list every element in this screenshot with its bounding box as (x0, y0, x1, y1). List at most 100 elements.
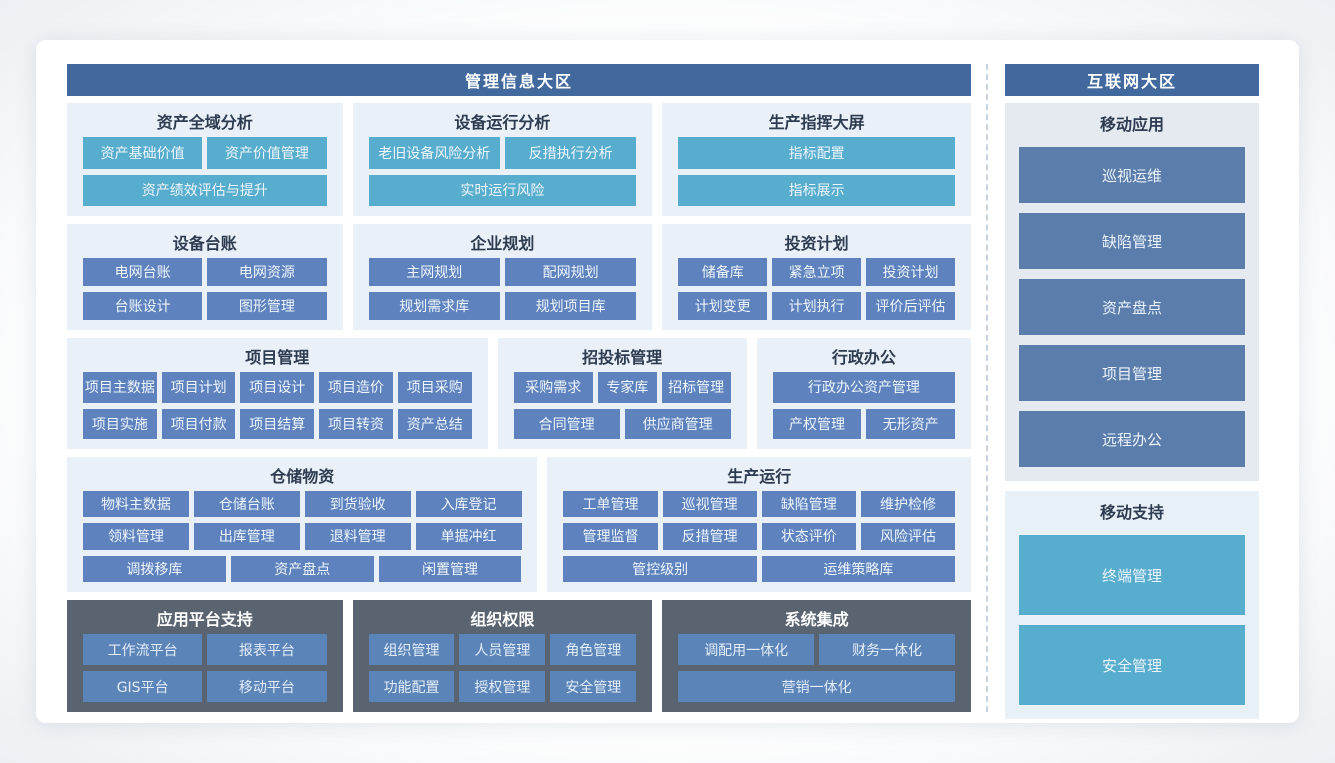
module-button[interactable]: 图形管理 (207, 292, 327, 320)
module-button[interactable]: 项目采购 (397, 372, 472, 403)
module-button[interactable]: 项目付款 (161, 408, 236, 439)
module-button[interactable]: 资产价值管理 (207, 137, 327, 169)
module-button[interactable]: 项目计划 (161, 372, 236, 403)
module-button[interactable]: 储备库 (678, 258, 768, 286)
module-button[interactable]: 风险评估 (860, 523, 956, 550)
module-button[interactable]: 管理监督 (563, 523, 658, 550)
module-button[interactable]: 终端管理 (1019, 535, 1245, 615)
button-row: 管控级别运维策略库 (563, 555, 955, 582)
module-button[interactable]: 角色管理 (550, 634, 637, 665)
module-button[interactable]: 工作流平台 (83, 634, 203, 665)
module-button[interactable]: 计划执行 (772, 292, 862, 320)
module-button[interactable]: 无形资产 (866, 408, 955, 439)
module-button[interactable]: 指标展示 (678, 174, 955, 206)
module-button[interactable]: 老旧设备风险分析 (368, 137, 500, 169)
button-row: 规划需求库规划项目库 (368, 292, 637, 320)
module-button[interactable]: 领料管理 (83, 523, 189, 550)
module-button[interactable]: 规划需求库 (368, 292, 500, 320)
module-button[interactable]: 项目转资 (319, 408, 393, 439)
module-button[interactable]: 资产总结 (397, 408, 472, 439)
button-rows: 物料主数据仓储台账到货验收入库登记领料管理出库管理退料管理单据冲红调拨移库资产盘… (83, 491, 522, 582)
module-button[interactable]: 计划变更 (678, 292, 768, 320)
module-button[interactable]: 远程办公 (1019, 411, 1245, 467)
section-bidding-management: 招投标管理采购需求专家库招标管理合同管理供应商管理 (497, 338, 747, 449)
module-button[interactable]: 组织管理 (368, 634, 455, 665)
module-button[interactable]: 物料主数据 (83, 491, 189, 518)
module-button[interactable]: 退料管理 (304, 523, 411, 550)
module-button[interactable]: 缺陷管理 (1019, 213, 1245, 269)
module-button[interactable]: GIS平台 (83, 671, 203, 702)
button-row: 领料管理出库管理退料管理单据冲红 (83, 523, 522, 550)
module-button[interactable]: 授权管理 (459, 671, 546, 702)
module-button[interactable]: 紧急立项 (772, 258, 862, 286)
module-button[interactable]: 专家库 (597, 372, 657, 403)
module-button[interactable]: 安全管理 (1019, 625, 1245, 705)
module-button[interactable]: 入库登记 (415, 491, 522, 518)
button-rows: 行政办公资产管理产权管理无形资产 (772, 372, 955, 439)
module-button[interactable]: 反措管理 (662, 523, 757, 550)
module-button[interactable]: 配网规划 (504, 258, 637, 286)
module-button[interactable]: 项目设计 (240, 372, 315, 403)
module-button[interactable]: 实时运行风险 (368, 174, 637, 206)
module-button[interactable]: 反措执行分析 (504, 137, 637, 169)
module-button[interactable]: 资产盘点 (1019, 279, 1245, 335)
zone-management-information: 管理信息大区 资产全域分析资产基础价值资产价值管理资产绩效评估与提升设备运行分析… (67, 64, 971, 723)
module-button[interactable]: 指标配置 (678, 137, 955, 169)
module-button[interactable]: 财务一体化 (819, 634, 955, 665)
module-button[interactable]: 评价后评估 (866, 292, 956, 320)
module-button[interactable]: 台账设计 (83, 292, 203, 320)
module-button[interactable]: 投资计划 (866, 258, 956, 286)
button-row: 调配用一体化财务一体化 (678, 634, 955, 665)
module-button[interactable]: 运维策略库 (761, 555, 955, 582)
module-button[interactable]: 电网资源 (207, 258, 327, 286)
button-rows: 工单管理巡视管理缺陷管理维护检修管理监督反措管理状态评价风险评估管控级别运维策略… (563, 491, 956, 582)
module-button[interactable]: 资产绩效评估与提升 (83, 174, 327, 206)
module-button[interactable]: 缺陷管理 (761, 491, 856, 518)
section-asset-global-analysis: 资产全域分析资产基础价值资产价值管理资产绩效评估与提升 (67, 103, 343, 216)
module-button[interactable]: 电网台账 (83, 258, 203, 286)
module-button[interactable]: 功能配置 (368, 671, 455, 702)
module-button[interactable]: 资产基础价值 (83, 137, 203, 169)
module-button[interactable]: 安全管理 (550, 671, 637, 702)
module-button[interactable]: 状态评价 (761, 523, 856, 550)
module-button[interactable]: 闲置管理 (378, 555, 522, 582)
module-button[interactable]: 人员管理 (459, 634, 546, 665)
module-button[interactable]: 产权管理 (772, 408, 862, 439)
module-button[interactable]: 调拨移库 (83, 555, 226, 582)
module-button[interactable]: 供应商管理 (624, 408, 731, 439)
module-button[interactable]: 调配用一体化 (678, 634, 815, 665)
section-title-asset-global-analysis: 资产全域分析 (156, 113, 253, 132)
module-button[interactable]: 项目结算 (240, 408, 315, 439)
left-row-2: 设备台账电网台账电网资源台账设计图形管理企业规划主网规划配网规划规划需求库规划项… (67, 224, 971, 330)
module-button[interactable]: 工单管理 (563, 491, 658, 518)
button-row: 储备库紧急立项投资计划 (678, 258, 956, 286)
module-button[interactable]: 营销一体化 (678, 671, 955, 702)
module-button[interactable]: 出库管理 (193, 523, 300, 550)
module-button[interactable]: 规划项目库 (504, 292, 637, 320)
section-title-system-integration: 系统集成 (784, 610, 849, 629)
module-button[interactable]: 项目主数据 (83, 372, 157, 403)
module-button[interactable]: 到货验收 (304, 491, 411, 518)
module-button[interactable]: 移动平台 (207, 671, 327, 702)
module-button[interactable]: 招标管理 (661, 372, 731, 403)
module-button[interactable]: 管控级别 (563, 555, 757, 582)
button-row: 电网台账电网资源 (83, 258, 327, 286)
module-button[interactable]: 采购需求 (513, 372, 593, 403)
left-row-1: 资产全域分析资产基础价值资产价值管理资产绩效评估与提升设备运行分析老旧设备风险分… (67, 103, 971, 216)
module-button[interactable]: 行政办公资产管理 (772, 372, 955, 403)
module-button[interactable]: 巡视管理 (662, 491, 757, 518)
module-button[interactable]: 项目管理 (1019, 345, 1245, 401)
module-button[interactable]: 合同管理 (513, 408, 620, 439)
section-production-command-screen: 生产指挥大屏指标配置指标展示 (662, 103, 971, 216)
module-button[interactable]: 资产盘点 (230, 555, 374, 582)
module-button[interactable]: 报表平台 (207, 634, 327, 665)
button-row: 指标配置 (678, 137, 955, 169)
module-button[interactable]: 项目造价 (319, 372, 393, 403)
module-button[interactable]: 维护检修 (860, 491, 956, 518)
module-button[interactable]: 巡视运维 (1019, 147, 1245, 203)
module-button[interactable]: 仓储台账 (193, 491, 300, 518)
module-button[interactable]: 项目实施 (83, 408, 157, 439)
module-button[interactable]: 主网规划 (368, 258, 500, 286)
module-button[interactable]: 单据冲红 (415, 523, 522, 550)
